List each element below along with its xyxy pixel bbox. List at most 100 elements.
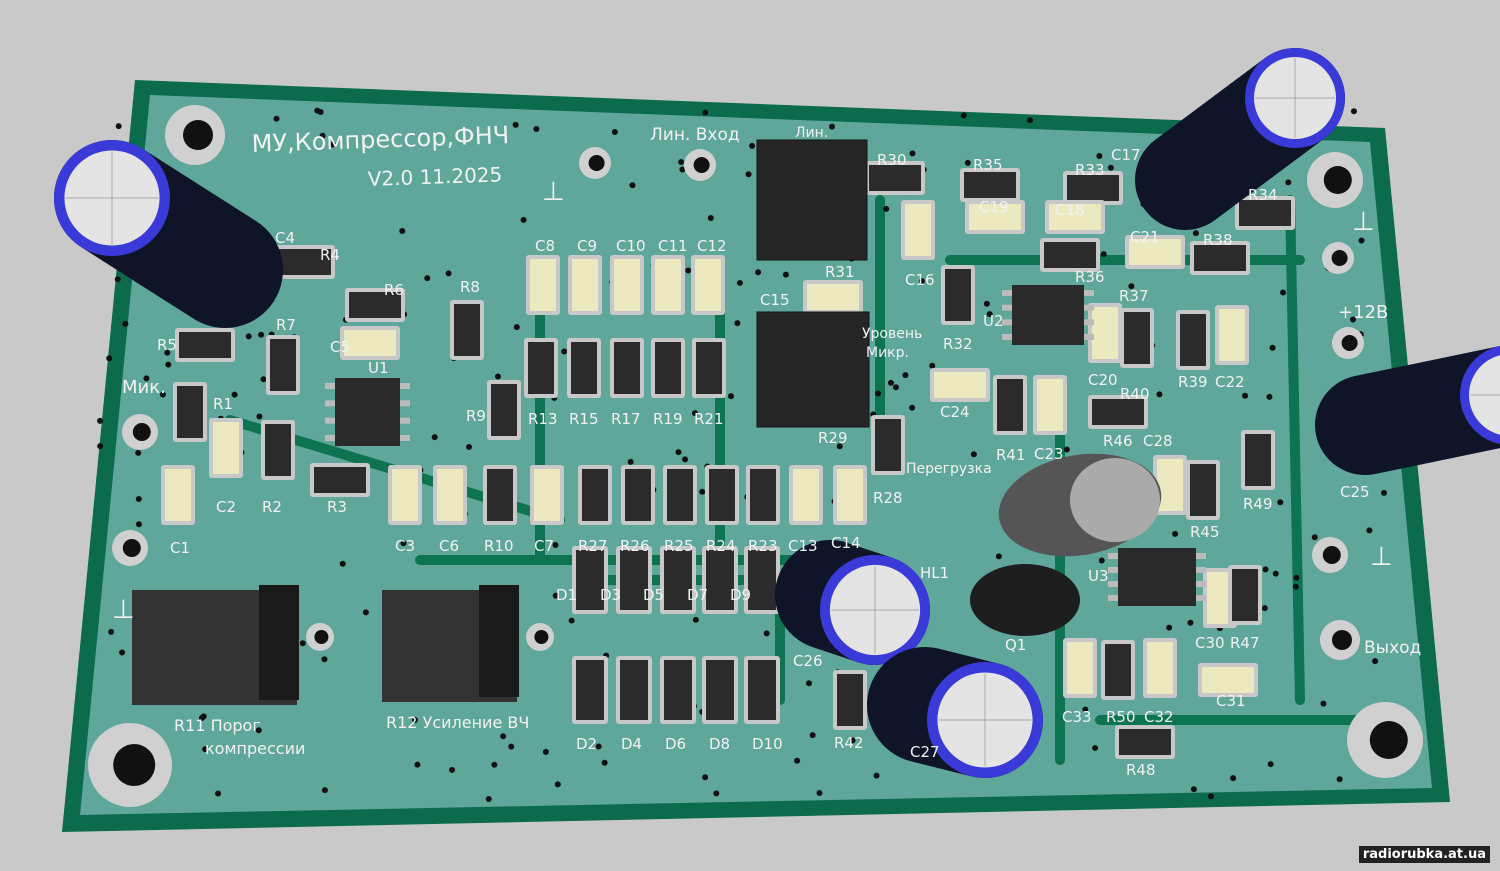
via	[887, 379, 894, 386]
ground-symbol: ⊥	[112, 595, 135, 625]
ic-u3	[1108, 548, 1206, 606]
via	[400, 540, 407, 547]
via	[135, 449, 142, 456]
designator-r13: R13	[528, 410, 558, 428]
hole-center	[588, 155, 605, 171]
designator-r23: R23	[748, 537, 778, 555]
smd-resistor	[865, 161, 925, 195]
designator-r47: R47	[1230, 634, 1260, 652]
designator-c28: C28	[1143, 432, 1173, 450]
components	[161, 161, 1295, 759]
hole-center	[1322, 546, 1341, 564]
body	[534, 469, 560, 521]
label-line-short: Лин.	[795, 125, 828, 141]
smd-resistor	[173, 382, 207, 442]
body	[1147, 642, 1173, 694]
designator-r19: R19	[653, 410, 683, 428]
via	[97, 417, 104, 424]
body	[793, 469, 819, 521]
designator-c4: C4	[275, 229, 295, 247]
designator-r32: R32	[943, 335, 973, 353]
designator-d6: D6	[665, 735, 686, 753]
via	[873, 772, 880, 779]
smd-resistor	[524, 338, 558, 398]
hole-center	[1332, 630, 1352, 650]
via	[513, 324, 520, 331]
via	[702, 109, 709, 116]
designator-c3: C3	[395, 537, 415, 555]
designator-r17: R17	[611, 410, 641, 428]
designator-q1: Q1	[1005, 636, 1026, 654]
designator-c2: C2	[216, 498, 236, 516]
hole-center	[314, 630, 329, 644]
smd-resistor	[345, 288, 405, 322]
designator-r28: R28	[873, 489, 903, 507]
electrolytic-c27	[867, 647, 1043, 778]
smd-capacitor	[209, 418, 243, 478]
designator-u1: U1	[368, 359, 389, 377]
silkscreen: МУ,Компрессор,ФНЧ V2.0 11.2025 Лин. Вход…	[112, 121, 1421, 758]
designator-r26: R26	[620, 537, 650, 555]
via	[849, 737, 856, 744]
body	[837, 469, 863, 521]
body	[179, 332, 231, 358]
via	[1336, 776, 1343, 783]
mounting-holes	[88, 105, 1423, 807]
smd-resistor	[1115, 725, 1175, 759]
designator-c8: C8	[535, 237, 555, 255]
via	[1269, 344, 1276, 351]
via	[449, 766, 456, 773]
body	[1124, 312, 1150, 364]
potentiometer-r11-side	[259, 585, 299, 700]
via	[909, 404, 916, 411]
via	[122, 320, 129, 327]
smd-diode	[616, 546, 652, 614]
body	[807, 284, 859, 310]
designator-r34: R34	[1248, 186, 1278, 204]
ground-symbol: ⊥	[1352, 207, 1375, 237]
body	[213, 422, 239, 474]
via	[1350, 316, 1357, 323]
via	[736, 279, 743, 286]
label-output: Выход	[1364, 638, 1421, 658]
hole-center	[183, 120, 213, 150]
designator-r38: R38	[1203, 231, 1233, 249]
body	[709, 469, 735, 521]
body	[454, 304, 480, 356]
via	[611, 129, 618, 136]
body	[875, 419, 901, 471]
body	[620, 660, 648, 720]
designator-r42: R42	[834, 734, 864, 752]
smd-resistor	[1186, 460, 1220, 520]
designator-r48: R48	[1126, 761, 1156, 779]
designator-c32: C32	[1144, 708, 1174, 726]
body	[625, 469, 651, 521]
body	[1092, 399, 1144, 425]
designator-r10: R10	[484, 537, 514, 555]
designator-r45: R45	[1190, 523, 1220, 541]
body	[750, 469, 776, 521]
via	[412, 717, 419, 724]
via	[143, 375, 150, 382]
designator-d8: D8	[709, 735, 730, 753]
body	[582, 469, 608, 521]
ic-u1	[325, 378, 410, 446]
via	[1366, 527, 1373, 534]
designator-r40: R40	[1120, 385, 1150, 403]
hole-center	[113, 744, 156, 786]
via	[164, 349, 171, 356]
via	[1272, 570, 1279, 577]
via	[542, 748, 549, 755]
body	[997, 379, 1023, 431]
via	[685, 267, 692, 274]
ground-symbol: ⊥	[542, 177, 565, 207]
via	[794, 757, 801, 764]
smd-resistor	[261, 420, 295, 480]
via	[983, 300, 990, 307]
via	[1166, 624, 1173, 631]
via	[115, 123, 122, 130]
body	[620, 550, 648, 610]
body	[969, 204, 1021, 230]
smd-resistor	[1190, 241, 1250, 275]
